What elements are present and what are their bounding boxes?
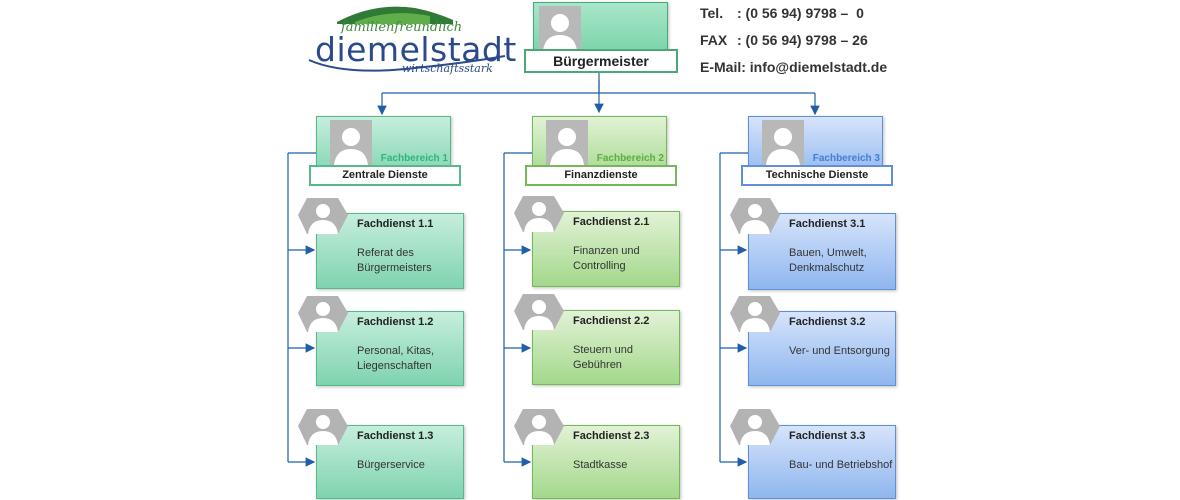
service-box-1-3: Fachdienst 1.3 Bürgerservice: [316, 425, 464, 499]
service-title: Fachdienst 1.1: [357, 218, 434, 230]
mayor-title: Bürgermeister: [524, 49, 678, 73]
logo-wordmark: diemelstadt: [315, 30, 517, 69]
person-hex-icon: [730, 198, 780, 234]
service-description: Personal, Kitas, Liegenschaften: [357, 345, 435, 372]
service-title: Fachdienst 2.2: [573, 315, 650, 327]
department-title: Finanzdienste: [525, 165, 677, 186]
service-description: Ver- und Entsorgung: [789, 345, 890, 357]
diemelstadt-logo: familienfreundlich diemelstadt wirtschaf…: [305, 2, 516, 80]
logo-tagline-top: familienfreundlich: [341, 20, 463, 35]
service-description: Steuern und Gebühren: [573, 344, 633, 371]
person-hex-icon: [730, 409, 780, 445]
service-title: Fachdienst 3.3: [789, 430, 866, 442]
service-description: Bau- und Betriebshof: [789, 459, 893, 471]
department-label: Fachbereich 1: [380, 153, 448, 164]
logo-swoosh-icon: [308, 55, 506, 72]
logo-hills-icon: [337, 6, 453, 24]
person-hex-icon: [298, 296, 348, 332]
service-title: Fachdienst 3.2: [789, 316, 866, 328]
contact-info: Tel.: (0 56 94) 9798 – 0 FAX: (0 56 94) …: [700, 4, 887, 85]
person-hex-icon: [514, 196, 564, 232]
tel-number: : (0 56 94) 9798 – 0: [737, 5, 864, 21]
person-placeholder-icon: [539, 6, 581, 51]
service-description: Finanzen und Controlling: [573, 245, 640, 272]
department-label: Fachbereich 2: [596, 153, 664, 164]
person-placeholder-icon: [546, 120, 588, 165]
service-description: Bauen, Umwelt, Denkmalschutz: [789, 247, 867, 274]
person-hex-icon: [730, 296, 780, 332]
service-description: Referat des Bürgermeisters: [357, 247, 432, 274]
email-link[interactable]: info@diemelstadt.de: [749, 59, 888, 75]
contact-tel: Tel.: (0 56 94) 9798 – 0: [700, 5, 864, 21]
department-label: Fachbereich 3: [812, 153, 880, 164]
service-title: Fachdienst 1.2: [357, 316, 434, 328]
service-title: Fachdienst 1.3: [357, 430, 434, 442]
department-title: Technische Dienste: [741, 165, 893, 186]
person-hex-icon: [514, 294, 564, 330]
service-box-3-2: Fachdienst 3.2 Ver- und Entsorgung: [748, 311, 896, 386]
person-placeholder-icon: [330, 120, 372, 165]
fax-number: : (0 56 94) 9798 – 26: [737, 32, 868, 48]
service-title: Fachdienst 2.3: [573, 430, 650, 442]
contact-email: E-Mail: info@diemelstadt.de: [700, 59, 888, 75]
person-hex-icon: [298, 198, 348, 234]
person-hex-icon: [514, 409, 564, 445]
service-description: Stadtkasse: [573, 459, 628, 471]
service-title: Fachdienst 2.1: [573, 216, 650, 228]
contact-fax: FAX: (0 56 94) 9798 – 26: [700, 32, 868, 48]
service-title: Fachdienst 3.1: [789, 218, 866, 230]
service-description: Bürgerservice: [357, 459, 425, 471]
service-box-1-1: Fachdienst 1.1 Referat des Bürgermeister…: [316, 213, 464, 289]
person-hex-icon: [298, 409, 348, 445]
logo-tagline-bottom: wirtschaftsstark: [402, 62, 493, 75]
service-box-3-3: Fachdienst 3.3 Bau- und Betriebshof: [748, 425, 896, 499]
department-title: Zentrale Dienste: [309, 165, 461, 186]
person-placeholder-icon: [762, 120, 804, 165]
